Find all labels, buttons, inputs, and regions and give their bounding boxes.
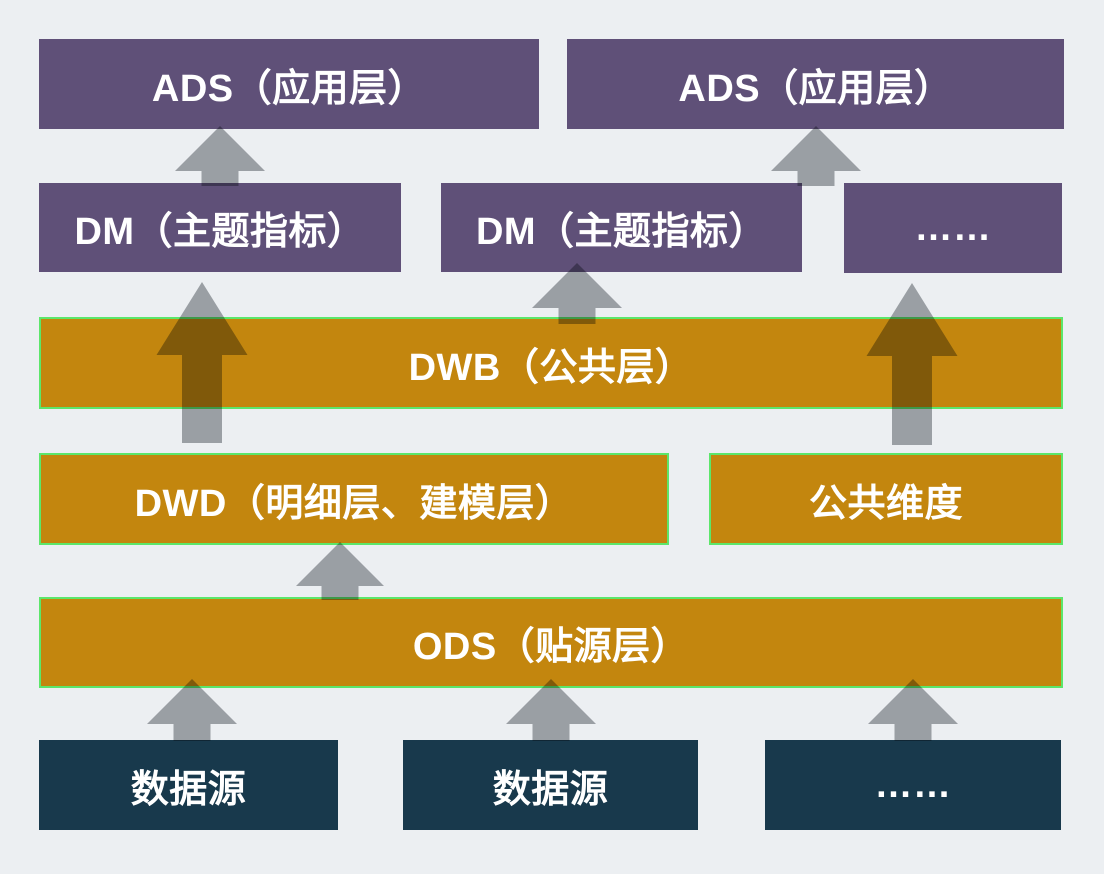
node-label: DWB（公共层） [408, 346, 694, 389]
node-datasource-1: 数据源 [39, 740, 338, 830]
arrow-up-ods-to-dwd [296, 542, 384, 600]
node-label: ADS（应用层） [151, 67, 427, 110]
node-datasource-2: 数据源 [403, 740, 698, 830]
node-label: …… [874, 763, 952, 806]
node-datasource-ellipsis: …… [765, 740, 1061, 830]
node-dwd: DWD（明细层、建模层） [39, 453, 669, 545]
arrow-up-dm2-to-ads2 [771, 126, 861, 186]
node-label: …… [914, 206, 992, 249]
node-label: DWD（明细层、建模层） [134, 482, 574, 525]
node-dm-1: DM（主题指标） [39, 183, 401, 272]
node-dm-ellipsis: …… [844, 183, 1062, 273]
arrow-up-dm1-to-ads1 [175, 126, 265, 186]
node-common-dimension: 公共维度 [709, 453, 1063, 545]
arrow-up-src2-to-ods [506, 679, 596, 741]
node-dm-2: DM（主题指标） [441, 183, 802, 272]
node-label: DM（主题指标） [475, 211, 768, 253]
node-label: ODS（贴源层） [412, 626, 690, 668]
arrow-up-dwb-to-dm2 [532, 263, 622, 324]
node-dwb: DWB（公共层） [39, 317, 1063, 409]
node-label: 数据源 [130, 768, 247, 811]
node-label: 公共维度 [808, 482, 963, 525]
node-ods: ODS（贴源层） [39, 597, 1063, 688]
node-ads-1: ADS（应用层） [39, 39, 539, 129]
node-label: ADS（应用层） [678, 67, 953, 110]
node-label: 数据源 [492, 768, 609, 811]
node-label: DM（主题指标） [74, 211, 366, 253]
arrow-up-src1-to-ods [147, 679, 237, 741]
arrow-up-src3-to-ods [868, 679, 958, 741]
node-ads-2: ADS（应用层） [567, 39, 1064, 129]
